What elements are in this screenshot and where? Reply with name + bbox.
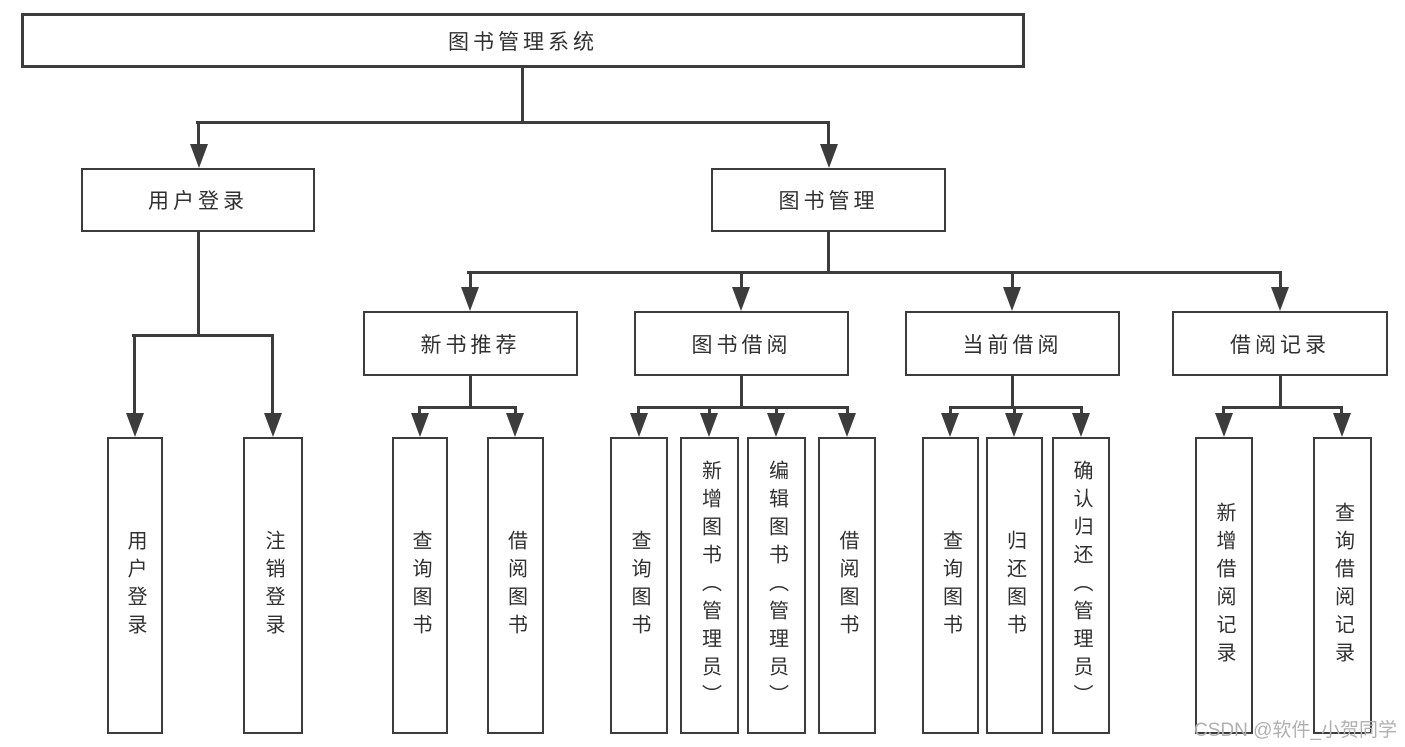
connector-line [740,376,743,409]
connector-line [271,334,274,416]
leaf-label: 确认归还（管理员） [1070,459,1092,712]
connector-line [1011,376,1014,409]
leaf-query-borrow-record: 查询借阅记录 [1313,437,1372,734]
node-label: 当前借阅 [962,333,1063,357]
node-borrowing-records: 借阅记录 [1172,311,1388,376]
arrow-down-icon [820,144,838,168]
arrow-down-icon [1003,287,1021,311]
connector-line [740,271,743,290]
leaf-label: 注销登录 [262,529,284,642]
leaf-label: 归还图书 [1003,529,1026,642]
connector-line [467,271,1281,274]
connector-line [1340,406,1343,417]
node-current-borrowing: 当前借阅 [905,311,1120,376]
leaf-label: 查询借阅记录 [1331,501,1354,670]
arrow-down-icon [941,413,959,437]
leaf-label: 查询图书 [409,529,431,642]
leaf-edit-book-admin: 编辑图书（管理员） [747,437,806,734]
node-book-borrowing: 图书借阅 [634,311,849,376]
leaf-add-borrow-record: 新增借阅记录 [1195,437,1253,734]
leaf-label: 查询图书 [939,529,962,642]
arrow-down-icon [1271,287,1289,311]
node-label: 用户登录 [148,190,248,213]
leaf-return-book: 归还图书 [986,437,1043,734]
watermark: CSDN @软件_小贺同学 [1194,720,1397,741]
connector-line [949,406,1083,409]
arrow-down-icon [126,413,144,437]
leaf-add-book-admin: 新增图书（管理员） [680,437,739,734]
connector-line [827,232,830,274]
arrow-down-icon [461,287,479,311]
arrow-down-icon [700,413,718,437]
connector-line [196,121,830,124]
connector-line [637,406,848,409]
arrow-down-icon [264,413,282,437]
connector-line [197,232,200,337]
connector-line [521,68,524,124]
connector-line [133,334,136,416]
connector-line [827,121,830,146]
arrow-down-icon [1215,413,1233,437]
connector-line [1013,406,1016,417]
leaf-query-books-recommend: 查询图书 [392,437,448,734]
connector-line [637,406,640,417]
connector-line [1222,406,1343,409]
connector-line [132,334,274,337]
node-label: 图书管理系统 [448,30,598,54]
arrow-down-icon [190,144,208,168]
connector-line [1222,406,1225,417]
node-label: 图书管理 [778,190,879,213]
leaf-confirm-return-admin: 确认归还（管理员） [1052,437,1110,734]
leaf-logout: 注销登录 [243,437,303,734]
connector-line [1279,376,1282,409]
arrow-down-icon [630,413,648,437]
connector-line [846,406,849,417]
node-book-management: 图书管理 [711,168,946,232]
arrow-down-icon [838,413,856,437]
node-label: 图书借阅 [691,333,792,357]
connector-line [949,406,952,417]
node-label: 借阅记录 [1230,333,1330,357]
leaf-label: 用户登录 [124,529,146,642]
node-library-system: 图书管理系统 [21,13,1025,68]
leaf-query-books-borrowing: 查询图书 [610,437,668,734]
arrow-down-icon [767,413,785,437]
connector-line [1011,271,1014,290]
node-user-login: 用户登录 [81,168,315,232]
arrow-down-icon [1005,413,1023,437]
leaf-label: 编辑图书（管理员） [765,459,788,712]
connector-line [469,271,472,290]
connector-line [775,406,778,417]
connector-line [418,406,517,409]
arrow-down-icon [506,413,524,437]
leaf-label: 借阅图书 [836,529,858,642]
arrow-down-icon [1333,413,1351,437]
leaf-label: 新增借阅记录 [1213,501,1235,670]
leaf-label: 查询图书 [628,529,650,642]
arrow-down-icon [1072,413,1090,437]
leaf-label: 借阅图书 [504,529,527,642]
connector-line [514,406,517,417]
leaf-query-books-current: 查询图书 [922,437,979,734]
connector-line [708,406,711,417]
leaf-borrow-books-borrowing: 借阅图书 [818,437,876,734]
connector-line [418,406,421,417]
connector-line [197,121,200,146]
leaf-label: 新增图书（管理员） [698,459,721,712]
connector-line [1279,271,1282,290]
node-new-book-recommend: 新书推荐 [363,311,578,376]
connector-line [469,376,472,409]
leaf-borrow-books-recommend: 借阅图书 [487,437,544,734]
node-label: 新书推荐 [420,333,521,357]
connector-line [1080,406,1083,417]
arrow-down-icon [411,413,429,437]
arrow-down-icon [732,287,750,311]
leaf-user-login: 用户登录 [107,437,163,734]
